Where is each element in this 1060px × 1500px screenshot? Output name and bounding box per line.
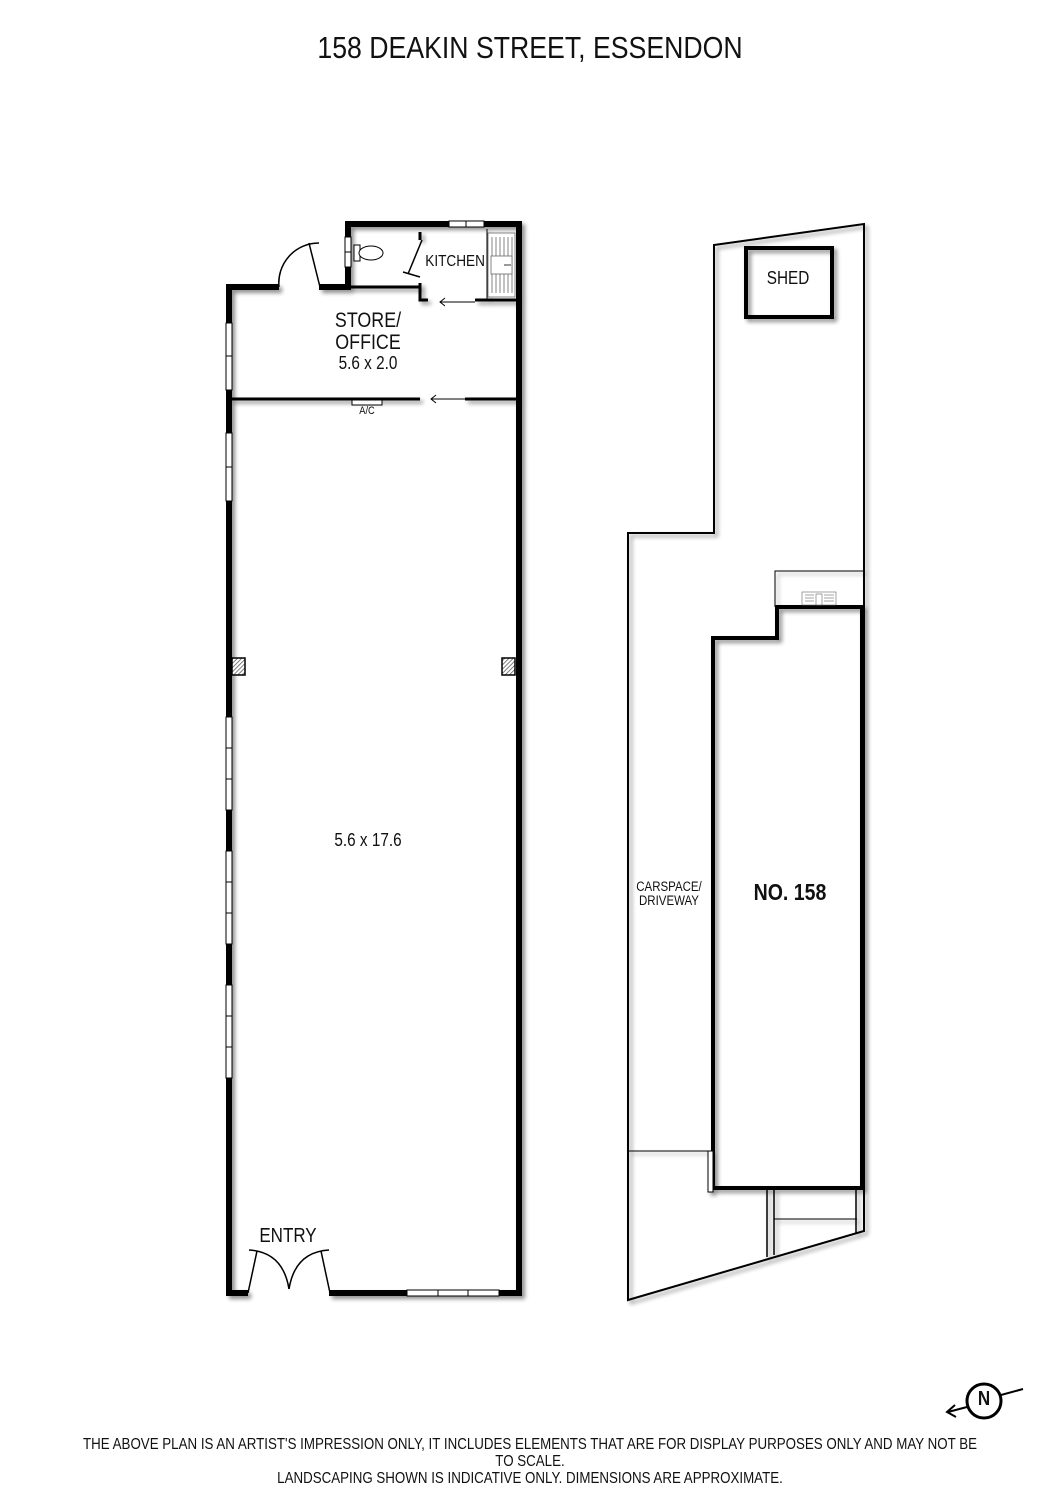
main-room-dims: 5.6 x 17.6 — [334, 830, 402, 850]
disclaimer: THE ABOVE PLAN IS AN ARTIST'S IMPRESSION… — [74, 1436, 986, 1487]
kitchen-label: KITCHEN — [425, 253, 485, 270]
shed-label: SHED — [766, 268, 810, 288]
plan-title: 158 DEAKIN STREET, ESSENDON — [317, 30, 743, 65]
disclaimer-line-2: LANDSCAPING SHOWN IS INDICATIVE ONLY. DI… — [277, 1470, 783, 1487]
pillar-left — [231, 657, 246, 676]
sink-icon — [487, 232, 516, 298]
pillar-right — [501, 657, 516, 676]
floor-plan — [226, 221, 522, 1296]
north-compass-icon — [945, 1382, 1024, 1420]
store-office-name-1: STORE/ — [334, 309, 402, 332]
store-office-label: STORE/ OFFICE 5.6 x 2.0 — [326, 309, 411, 374]
carspace-line-2: DRIVEWAY — [639, 893, 699, 909]
building-label: NO. 158 — [753, 879, 827, 905]
disclaimer-line-1: THE ABOVE PLAN IS AN ARTIST'S IMPRESSION… — [83, 1436, 977, 1470]
ac-label: A/C — [359, 405, 375, 417]
entry-label: ENTRY — [259, 1225, 317, 1247]
site-sink-icon — [801, 591, 837, 606]
toilet-icon — [353, 244, 384, 262]
doors — [247, 239, 423, 1294]
windows — [225, 220, 500, 1297]
store-office-name-2: OFFICE — [335, 331, 401, 355]
store-office-dims: 5.6 x 2.0 — [338, 353, 398, 374]
site-plan — [627, 222, 865, 1302]
arrows — [430, 297, 475, 404]
carspace-line-1: CARSPACE/ — [636, 879, 702, 894]
ac-unit-icon — [351, 399, 383, 406]
carspace-label: CARSPACE/ DRIVEWAY — [632, 879, 705, 909]
compass-n-label: N — [977, 1388, 991, 1410]
